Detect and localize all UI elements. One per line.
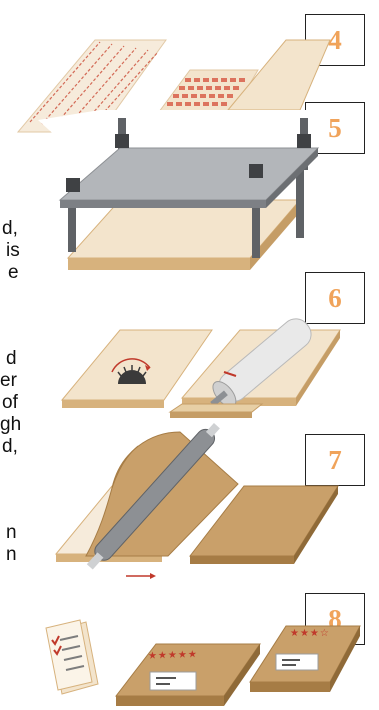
hot-press-icon [38,110,325,270]
grade-stars-right: ★★★☆ [290,628,330,639]
sanding-roller-icon [56,420,338,579]
saw-cutting-icon [62,313,340,418]
grade-stars-left: ★★★★★ [148,649,198,662]
